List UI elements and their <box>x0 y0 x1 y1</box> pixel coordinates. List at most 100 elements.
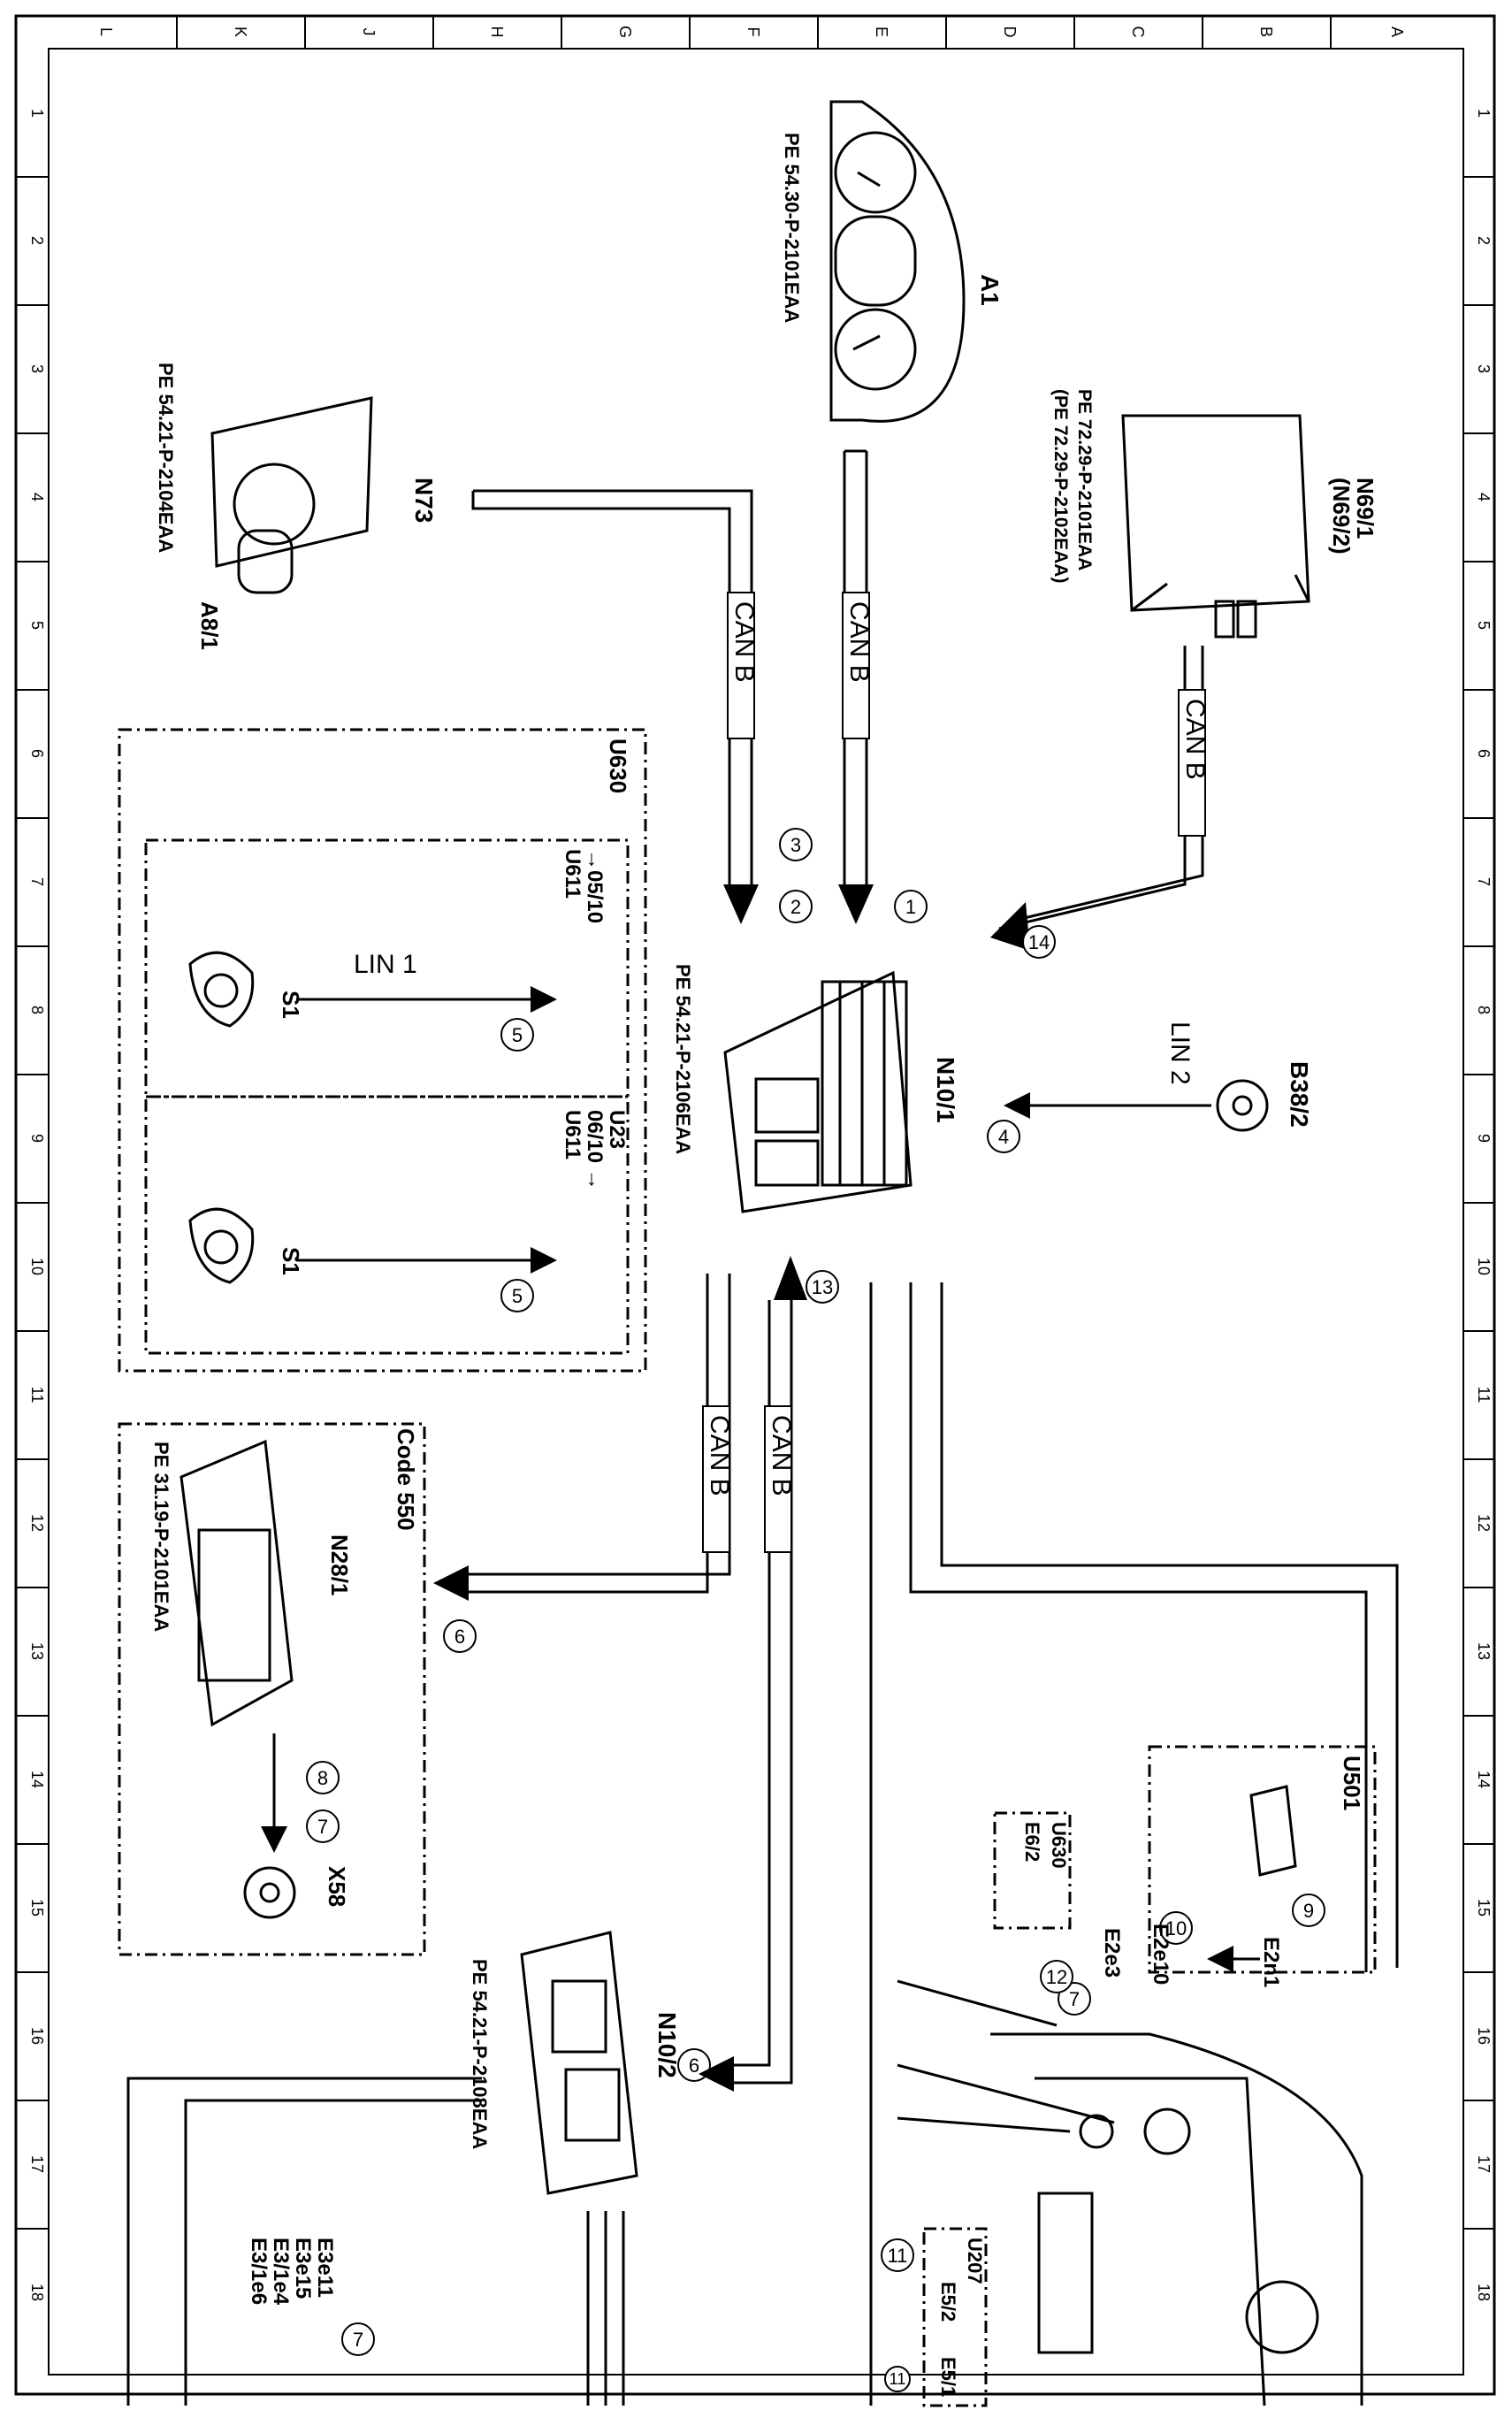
row-label: 6 <box>1475 749 1493 758</box>
callout-1: 1 <box>905 896 916 918</box>
u630-e6-box <box>993 1811 1072 1930</box>
n69-ref-2: (PE 72.29-P-2102EAA) <box>1050 389 1071 583</box>
s1-switch-icon <box>188 951 255 1028</box>
e5-2-label: E5/2 <box>937 2282 959 2322</box>
row-label: 17 <box>28 2155 46 2173</box>
a1-ref: PE 54.30-P-2101EAA <box>781 133 803 323</box>
b38-2-sensor-icon <box>1216 1079 1269 1132</box>
row-label: 18 <box>1475 2284 1493 2301</box>
n28-1-box <box>118 1422 426 1956</box>
row-label: 9 <box>28 1134 46 1143</box>
can-label-boxes-bottom: CAN B CAN B <box>702 1405 796 1553</box>
u501-lamp-icon <box>1249 1785 1297 1877</box>
row-label: 17 <box>1475 2155 1493 2173</box>
u611-label-b: U611 <box>561 1110 584 1159</box>
column-label: D <box>1001 27 1019 38</box>
e3-labels: E3e11 E3e15 E3/1e4 E3/1e6 <box>247 2238 337 2306</box>
row-label: 4 <box>1475 493 1493 501</box>
row-label: 5 <box>1475 621 1493 630</box>
row-label: 14 <box>28 1771 46 1788</box>
row-label: 16 <box>1475 2027 1493 2045</box>
lin1-label: LIN 1 <box>354 950 417 979</box>
row-label: 4 <box>28 493 46 501</box>
row-label: 13 <box>1475 1642 1493 1660</box>
column-label: C <box>1129 27 1147 38</box>
callout-11b: 11 <box>890 2370 906 2388</box>
n10-2-output-lines <box>586 2211 625 2406</box>
diagram-frame <box>14 14 1496 2396</box>
e2e3-label: E2e3 <box>1100 1928 1124 1978</box>
callout-14: 14 <box>1028 931 1050 953</box>
u611-date: →05/10 <box>583 849 607 923</box>
can-b-label: CAN B <box>767 1415 796 1496</box>
x58-label: X58 <box>324 1866 350 1907</box>
row-label: 1 <box>28 109 46 118</box>
n28-1-label: N28/1 <box>326 1534 353 1595</box>
n73-label: N73 <box>410 478 438 523</box>
u611-label: U611 <box>561 849 584 899</box>
can-b-lines-bottom <box>469 1274 793 2085</box>
arrowheads-top <box>723 884 1030 951</box>
row-label: 15 <box>28 1899 46 1917</box>
row-label: 12 <box>28 1514 46 1532</box>
callout-13: 13 <box>812 1276 833 1298</box>
u630-e6-label: U630 <box>1048 1822 1070 1869</box>
callout-7b: 7 <box>1069 1988 1080 2010</box>
row-label: 14 <box>1475 1771 1493 1788</box>
u23-label: U23 <box>605 1110 629 1149</box>
callout-6b: 6 <box>689 2054 699 2077</box>
n10-2-module-icon <box>520 1931 638 2195</box>
n28-1-ref: PE 31.19-P-2101EAA <box>150 1442 172 1632</box>
callout-6: 6 <box>454 1626 465 1648</box>
row-label: 15 <box>1475 1899 1493 1917</box>
a81-label: A8/1 <box>196 601 223 650</box>
e2e10-label: E2e10 <box>1149 1924 1172 1985</box>
n10-1-ref: PE 54.21-P-2106EAA <box>672 964 694 1154</box>
callout-4: 4 <box>998 1126 1009 1148</box>
row-label: 8 <box>1475 1006 1493 1014</box>
n69-ref: PE 72.29-P-2101EAA <box>1074 389 1095 570</box>
n28-1-module-icon <box>179 1439 294 1727</box>
callout-12: 12 <box>1046 1966 1067 1988</box>
arrowheads-bottom <box>433 1256 807 2092</box>
callout-3: 3 <box>790 834 801 856</box>
a1-instrument-cluster-icon <box>829 100 966 423</box>
e2n1-label: E2n1 <box>1259 1937 1283 1987</box>
u501-label: U501 <box>1339 1756 1365 1810</box>
u630-box <box>118 728 647 1373</box>
column-label: H <box>488 27 506 38</box>
row-label: 11 <box>1475 1387 1493 1404</box>
e3-lines <box>126 2077 482 2406</box>
row-labels: 1 2 3 4 5 6 7 8 9 10 11 12 13 14 15 16 1… <box>28 109 1493 2301</box>
callout-10: 10 <box>1165 1917 1187 1939</box>
e3e15-label: E3e15 <box>291 2238 315 2299</box>
x58-socket-icon <box>243 1866 296 1919</box>
callout-2: 2 <box>790 896 801 918</box>
row-label: 1 <box>1475 109 1493 118</box>
row-label: 7 <box>1475 877 1493 886</box>
column-label: J <box>360 28 378 36</box>
car-front-icon <box>990 2032 1363 2406</box>
callout-8: 8 <box>317 1767 328 1789</box>
column-label: F <box>745 27 762 37</box>
n69-label: N69/1 <box>1352 478 1378 539</box>
row-label: 8 <box>28 1006 46 1014</box>
column-label: B <box>1257 27 1275 37</box>
u501-box <box>1148 1745 1377 1974</box>
e3e11-label: E3e11 <box>313 2238 337 2298</box>
a1-label: A1 <box>976 274 1004 306</box>
n69-module-icon <box>1121 414 1310 639</box>
code-550-label: Code 550 <box>393 1428 419 1531</box>
row-label: 3 <box>1475 364 1493 373</box>
column-label: G <box>616 26 634 38</box>
row-label: 2 <box>28 236 46 245</box>
u630-label: U630 <box>605 738 631 793</box>
n10-2-label: N10/2 <box>653 2012 681 2078</box>
row-label: 5 <box>28 621 46 630</box>
row-label: 11 <box>28 1387 46 1404</box>
row-label: 10 <box>1475 1258 1493 1275</box>
callout-7: 7 <box>317 1816 328 1838</box>
callout-5: 5 <box>512 1024 523 1046</box>
n10-1-sam-module-icon <box>723 970 913 1213</box>
row-label: 16 <box>28 2027 46 2045</box>
